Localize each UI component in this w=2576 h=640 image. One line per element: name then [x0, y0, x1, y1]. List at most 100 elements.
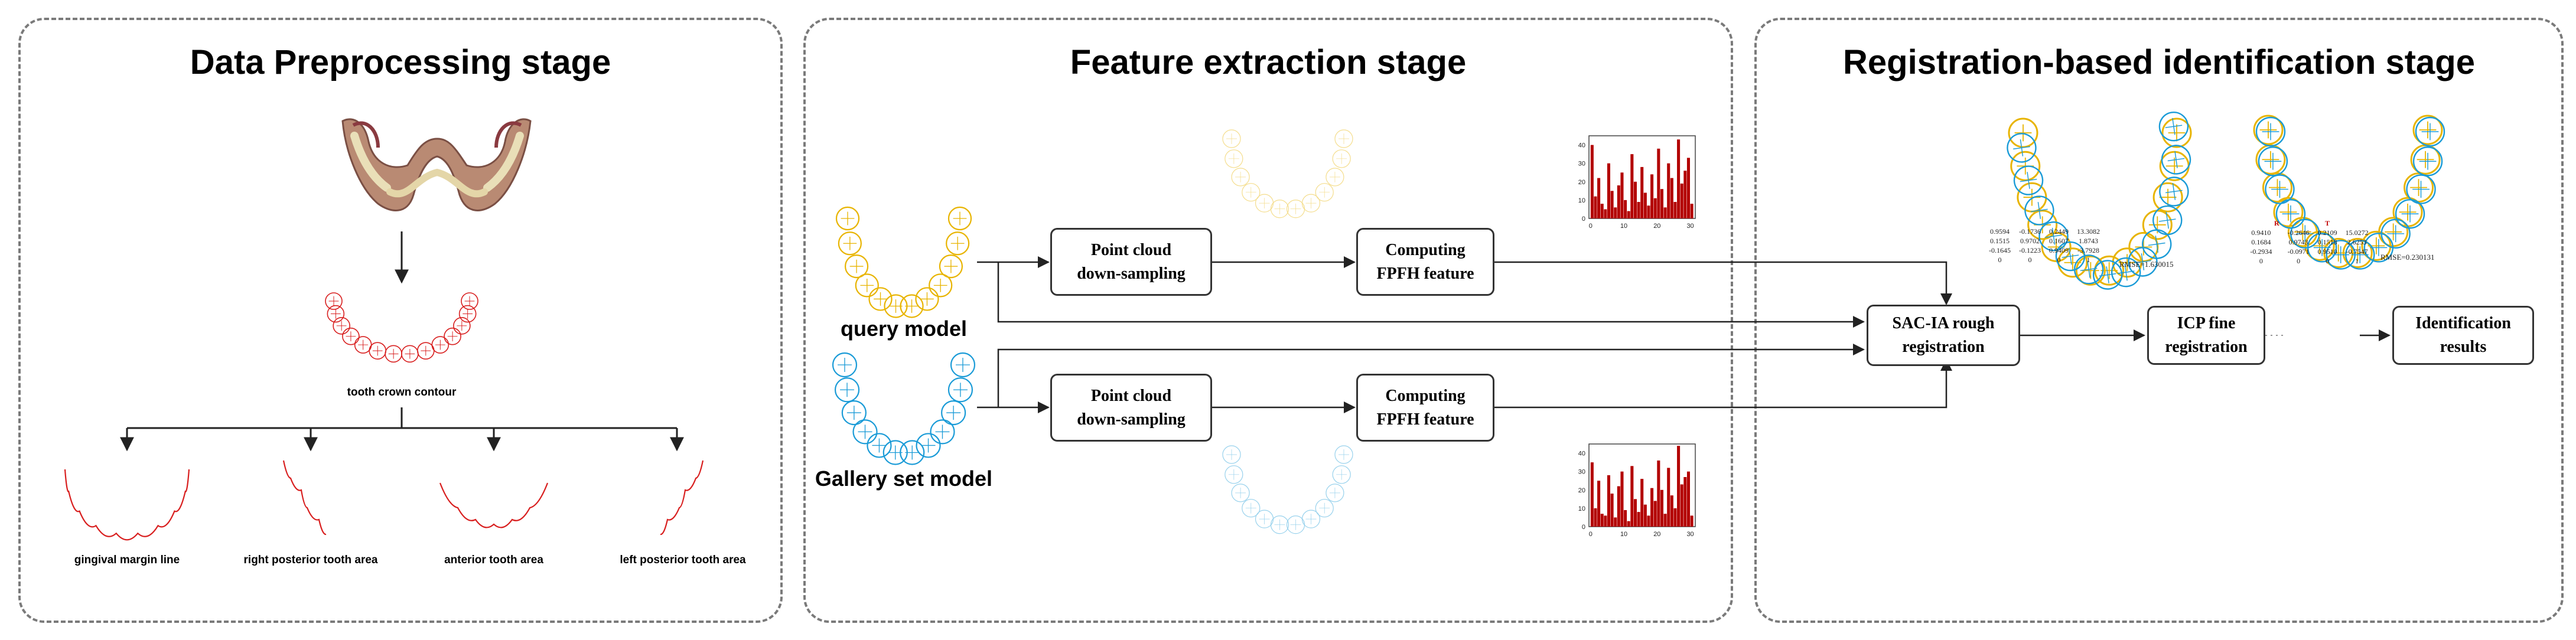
matrix-cell: 0.9409 — [2049, 246, 2069, 254]
downsampled-query-loop-detail — [1228, 153, 1239, 164]
fine-gallery-loop-detail — [2296, 225, 2314, 243]
rough-gallery-loop — [2111, 257, 2141, 288]
crown-tooth-loop-detail — [330, 309, 341, 319]
rough-registration-overlay-image — [2007, 111, 2192, 290]
downsampled-query-loop — [1231, 168, 1250, 187]
query-tooth-loop — [835, 206, 860, 231]
matrix-header-t: T — [2325, 219, 2330, 227]
histogram-bar — [1620, 172, 1624, 218]
downsampled-query-loop — [1242, 183, 1261, 202]
downsampled-query-loop-detail — [1336, 153, 1347, 164]
fine-query-loop-detail — [2417, 151, 2434, 168]
gallery-tooth-loop — [947, 377, 973, 403]
downsampled-query-loop — [1334, 129, 1353, 148]
gallery-tooth-loop-detail — [953, 383, 968, 397]
histogram-bar — [1677, 446, 1681, 527]
histogram-y-tick: 20 — [1578, 179, 1585, 186]
histogram-bar — [1690, 204, 1694, 218]
matrix-cell: 0.1684 — [2251, 238, 2271, 246]
crown-tooth-loop-detail — [388, 348, 399, 359]
matrix-cell: 15.0272 — [2345, 228, 2369, 237]
rough-gallery-loop — [2055, 241, 2086, 272]
histogram-bar — [1600, 204, 1604, 218]
downsampled-query-loop — [1270, 200, 1289, 218]
rough-gallery-loop — [2161, 145, 2191, 175]
matrix-cell: 0.1518 — [2317, 238, 2337, 246]
matrix-cell: 0.2449 — [2049, 227, 2069, 236]
histogram-bar — [1630, 466, 1634, 527]
query-tooth-loop-detail — [874, 292, 887, 306]
gallery-tooth-loop-detail — [838, 358, 852, 372]
rough-gallery-loop — [2013, 165, 2044, 195]
gallery-tooth-loop — [941, 400, 966, 426]
histogram-bar — [1643, 504, 1647, 527]
crown-tooth-loop — [444, 327, 461, 345]
area-label-gingival: gingival margin line — [74, 554, 180, 566]
query-tooth-loop — [868, 287, 893, 311]
rough-query-loop — [2094, 255, 2125, 286]
downsampling-box-gallery-label: Point cloud down-sampling — [1077, 386, 1186, 429]
matrix-cell: 0.9594 — [1990, 227, 2010, 236]
histogram-bar — [1630, 154, 1634, 218]
histogram-bar — [1624, 200, 1627, 218]
downsampled-query-loop — [1315, 183, 1334, 202]
rough-gallery-loop — [2159, 177, 2189, 207]
downsampled-query-loop-detail — [1259, 198, 1270, 209]
histogram-bar — [1673, 202, 1677, 218]
matrix-cell: 0.2109 — [2317, 228, 2337, 237]
fine-query-loop-detail — [2419, 121, 2437, 139]
left-posterior-area-image — [660, 460, 704, 535]
query-tooth-loop-detail — [905, 299, 919, 313]
matrix-cell: 0.9410 — [2251, 228, 2271, 237]
matrix-cell: 13.3082 — [2077, 227, 2100, 236]
identification-results-box-label: Identification results — [2415, 314, 2511, 356]
histogram-bar — [1617, 185, 1620, 218]
histogram-bar — [1643, 192, 1647, 218]
matrix-cell: 0.1515 — [1990, 237, 2010, 245]
downsampled-query-loop-detail — [1245, 187, 1256, 198]
downsampling-box-query-label: Point cloud down-sampling — [1077, 240, 1186, 283]
fine-query-loop — [2342, 237, 2373, 268]
downsampled-gallery-loop-detail — [1226, 449, 1237, 460]
gallery-tooth-loop-detail — [840, 383, 855, 397]
rough-gallery-loop — [2128, 247, 2158, 277]
rough-gallery-loop-detail — [2020, 172, 2037, 189]
matrix-cell: 0 — [2259, 257, 2263, 265]
fine-query-loop-detail — [2269, 179, 2286, 196]
area-label-left-posterior: left posterior tooth area — [620, 554, 746, 566]
query-tooth-loop-detail — [944, 259, 958, 273]
histogram-bar — [1673, 508, 1677, 527]
query-tooth-loop-detail — [849, 259, 864, 273]
downsampled-query-loop — [1225, 149, 1243, 168]
sac-ia-box-label: SAC-IA rough registration — [1892, 314, 1995, 356]
histogram-bar — [1597, 178, 1601, 218]
query-tooth-loop — [946, 231, 970, 256]
matrix-cell: 0.9702 — [2020, 237, 2040, 245]
icp-box-label: ICP fine registration — [2165, 314, 2248, 356]
fine-gallery-loop-detail — [2370, 239, 2388, 256]
matrix-cell: -0.0971 — [2287, 247, 2310, 256]
fpfh-box-query-label: Computing FPFH feature — [1376, 240, 1474, 283]
gallery-tooth-loop-detail — [921, 438, 936, 453]
fine-query-loop — [2412, 115, 2443, 145]
fine-gallery-loop-detail — [2282, 205, 2300, 223]
histogram-y-tick: 0 — [1582, 215, 1585, 223]
histogram-bar — [1663, 207, 1667, 218]
histogram-y-tick: 10 — [1578, 505, 1585, 512]
gallery-tooth-loop-detail — [905, 445, 920, 460]
matrix-header-r: R — [2274, 219, 2279, 227]
fine-gallery-loop — [2395, 199, 2425, 229]
gallery-tooth-loop-detail — [858, 425, 872, 439]
histogram-bar — [1590, 462, 1594, 527]
crown-tooth-loop — [325, 292, 343, 310]
sac-ia-box: SAC-IA rough registration — [1867, 305, 2020, 366]
histogram-bar — [1594, 508, 1597, 527]
query-tooth-loop — [855, 273, 879, 298]
query-tooth-loop — [939, 254, 963, 279]
gallery-tooth-loop-detail — [846, 406, 861, 420]
downsampled-gallery-loop-detail — [1339, 449, 1349, 460]
rough-gallery-loop-detail — [2099, 266, 2116, 283]
